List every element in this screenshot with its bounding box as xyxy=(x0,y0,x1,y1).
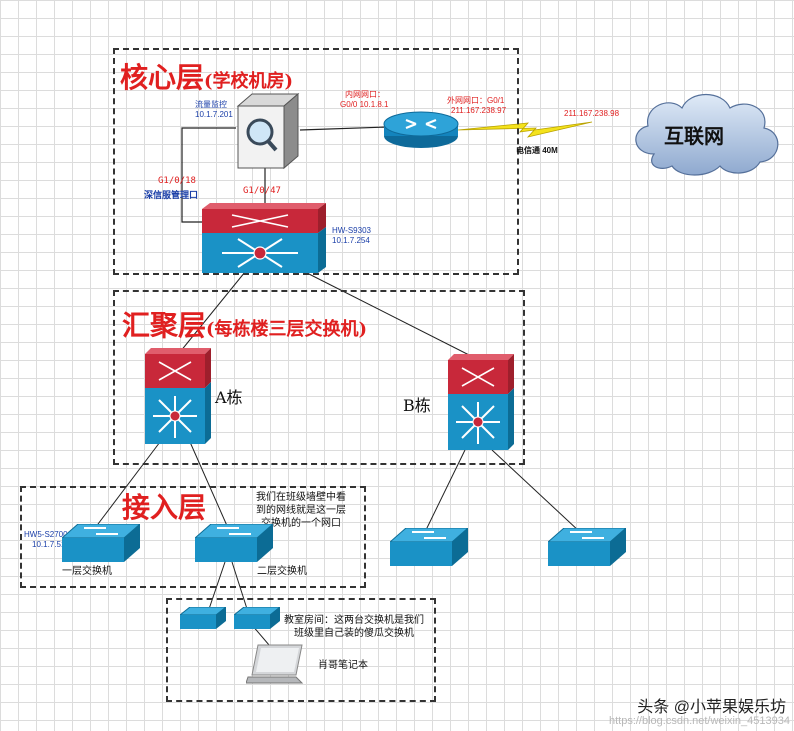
link-shenxin-mgmt xyxy=(181,127,236,223)
router-outer-port-value: 211.167.238.97 xyxy=(451,106,507,115)
core-switch-icon xyxy=(202,203,326,273)
building-b-access-switch1-icon xyxy=(390,528,468,566)
shenxin-mgmt-label: 深信服管理口 xyxy=(144,190,199,200)
link-core-buildingA xyxy=(179,271,246,353)
classroom-dumb-switch2-icon xyxy=(234,607,280,629)
classroom-dumb-switch1-icon xyxy=(180,607,226,629)
access-switch1-model: HW5-S2700 xyxy=(24,530,68,539)
classroom-note: 教室房间：这两台交换机是我们班级里自己装的傻瓜交换机 xyxy=(284,615,424,639)
router-inner-port-value: G0/0 10.1.8.1 xyxy=(340,100,389,109)
monitor-label: 流量监控 xyxy=(195,100,227,109)
link-monitor-router xyxy=(299,126,389,131)
watermark-text: 头条 @小苹果娱乐坊 xyxy=(637,699,786,716)
core-layer-title: 核心层(学校机房) xyxy=(120,61,294,94)
link-bandwidth-label: 电信通 40M xyxy=(516,146,558,155)
link-core-buildingB xyxy=(304,271,476,359)
access-switch2-icon xyxy=(195,524,273,562)
access-switch2-caption: 二层交换机 xyxy=(257,566,307,577)
access-layer-zone xyxy=(20,486,366,588)
router-outer-port-label: 外网网口：G0/1 xyxy=(447,96,505,105)
link-A-access1 xyxy=(94,441,161,529)
access-switch1-caption: 一层交换机 xyxy=(62,566,112,577)
lightning-link xyxy=(457,121,593,138)
wan-ip-label: 211.167.238.98 xyxy=(564,109,620,118)
classroom-zone xyxy=(166,598,436,702)
access-switch1-ip: 10.1.7.51 xyxy=(32,540,66,549)
aggregation-layer-title: 汇聚层(每栋楼三层交换机) xyxy=(122,309,368,342)
router-icon xyxy=(383,111,459,148)
port-g1047-label: G1/0/47 xyxy=(243,186,281,196)
access-note: 我们在班级墙壁中看到的网线就是这一层交换机的一个网口 xyxy=(256,492,346,529)
building-b-access-switch2-icon xyxy=(548,528,626,566)
laptop-icon xyxy=(246,644,304,684)
core-switch-ip: 10.1.7.254 xyxy=(332,236,370,245)
core-layer-zone xyxy=(113,48,519,275)
watermark-url: https://blog.csdn.net/weixin_4513934 xyxy=(608,715,790,727)
access-layer-title: 接入层 xyxy=(122,491,207,524)
aggregation-layer-zone xyxy=(113,290,525,465)
building-b-label: B栋 xyxy=(403,396,431,415)
monitor-ip: 10.1.7.201 xyxy=(195,110,233,119)
access-switch1-icon xyxy=(62,524,140,562)
router-inner-port-label: 内网网口： xyxy=(345,90,385,99)
traffic-monitor-device xyxy=(236,92,300,170)
core-switch-model: HW-S9303 xyxy=(332,226,371,235)
building-a-switch-icon xyxy=(145,348,211,444)
port-g1018-label: G1/0/18 xyxy=(158,176,196,186)
building-a-label: A栋 xyxy=(215,388,243,407)
internet-label: 互联网 xyxy=(664,124,724,148)
building-b-switch-icon xyxy=(448,354,514,450)
laptop-label: 肖哥笔记本 xyxy=(318,660,368,671)
internet-cloud-icon xyxy=(635,94,779,176)
link-A-access2 xyxy=(189,441,229,529)
